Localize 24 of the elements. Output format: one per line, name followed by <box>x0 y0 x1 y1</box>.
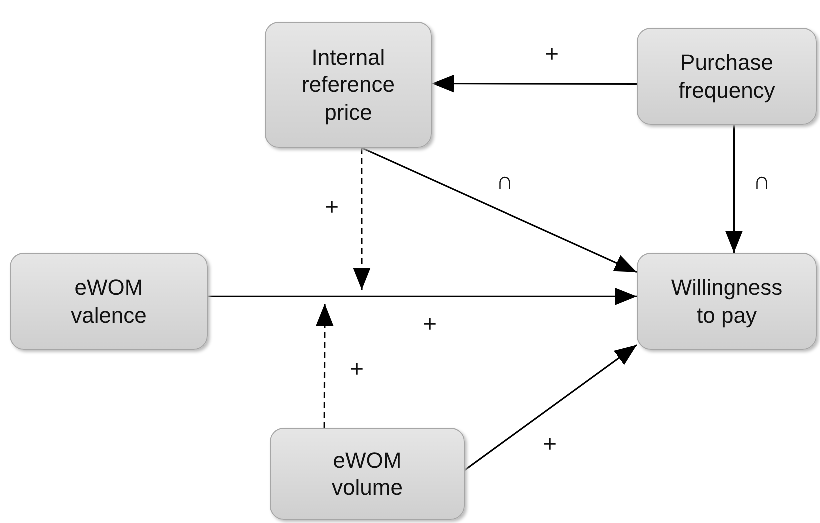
dashed-arrow <box>316 304 334 428</box>
dashed-arrow <box>353 148 371 290</box>
arrow <box>464 344 638 471</box>
edge-label: + <box>325 194 339 222</box>
arrow <box>432 75 637 93</box>
node-label: eWOM valence <box>70 274 148 329</box>
edge-label: + <box>543 431 557 459</box>
node-label: eWOM volume <box>331 446 404 502</box>
node-label: Purchase frequency <box>678 49 776 104</box>
rounded-box <box>270 428 465 520</box>
arrow <box>208 288 637 306</box>
edge-label: ∩ <box>496 168 514 196</box>
arrow <box>362 147 638 274</box>
edge-label: + <box>423 311 437 339</box>
rounded-box <box>265 22 432 148</box>
rounded-box <box>10 253 208 350</box>
edge-label: ∩ <box>753 168 771 196</box>
node-label: Internal reference price <box>301 44 396 126</box>
edge-label: + <box>545 41 559 69</box>
edge-label: + <box>350 356 364 384</box>
arrow <box>725 125 743 253</box>
rounded-box <box>637 28 817 125</box>
node-label: Willingness to pay <box>670 274 784 329</box>
rounded-box <box>637 253 817 350</box>
